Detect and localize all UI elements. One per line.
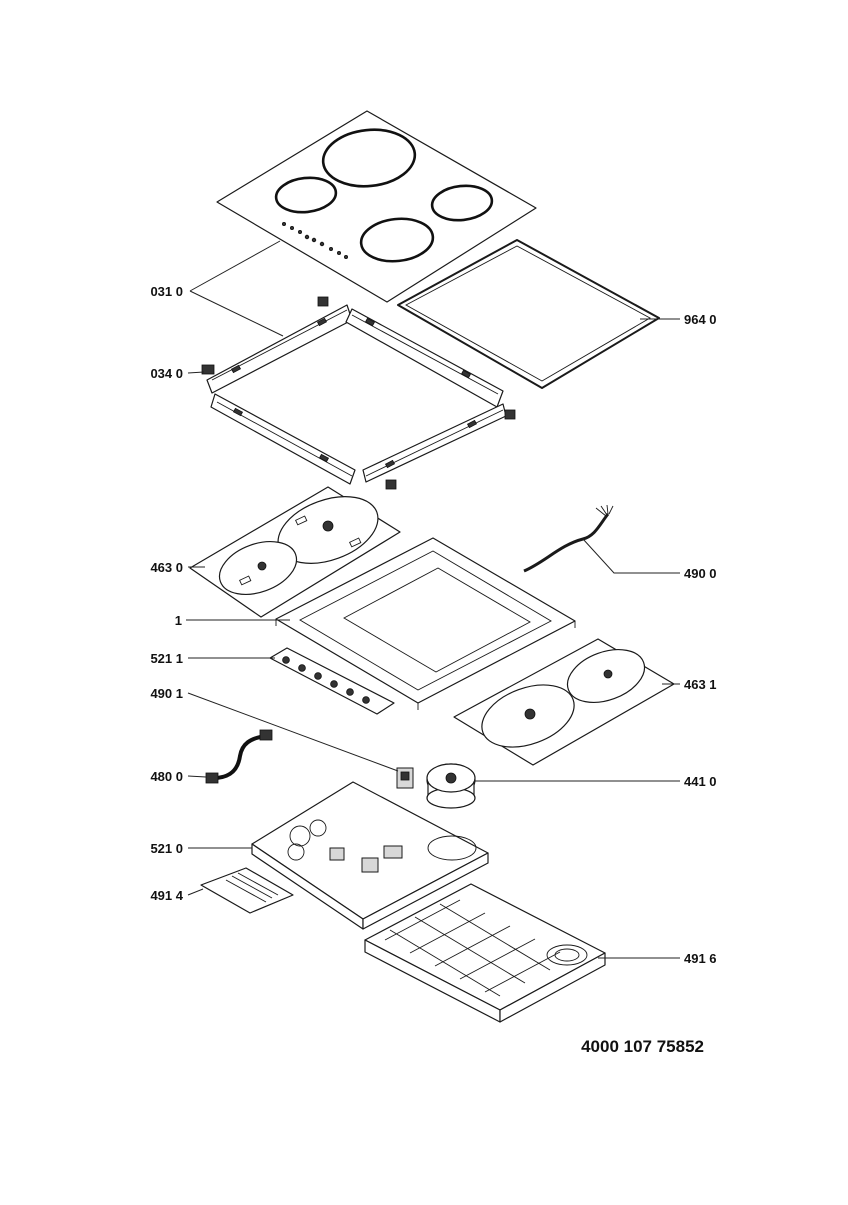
glass-top [216, 110, 537, 303]
profile-slots [230, 317, 478, 469]
callout-463-0: 463 0 [150, 560, 183, 575]
power-board [251, 781, 489, 930]
callout-964-0: 964 0 [684, 312, 717, 327]
callout-490-0: 490 0 [684, 566, 717, 581]
callout-441-0: 441 0 [684, 774, 717, 789]
chassis [275, 537, 576, 710]
callout-491-4: 491 4 [150, 888, 183, 903]
callout-1: 1 [175, 613, 182, 628]
bottom-housing [364, 883, 606, 1023]
control-dots [281, 221, 348, 259]
callout-490-1: 490 1 [150, 686, 183, 701]
callout-463-1: 463 1 [684, 677, 717, 692]
inductor-plate-right [453, 638, 675, 766]
control-board [269, 647, 395, 715]
spring-clip [201, 296, 516, 490]
gasket [397, 239, 660, 389]
wire-harness [205, 729, 273, 784]
housing-grid [384, 899, 561, 997]
callout-491-6: 491 6 [684, 951, 717, 966]
inductor-plate-left [189, 486, 401, 618]
callout-480-0: 480 0 [150, 769, 183, 784]
connector-block [396, 767, 414, 789]
callout-521-1: 521 1 [150, 651, 183, 666]
rating-label [200, 867, 294, 914]
mains-cable [523, 504, 614, 573]
leader-lines [186, 240, 680, 959]
callout-034-0: 034 0 [150, 366, 183, 381]
document-number: 4000 107 75852 [581, 1037, 704, 1056]
callout-labels: 031 0 964 0 034 0 463 0 490 0 1 521 1 46… [150, 284, 716, 966]
cooling-fan [426, 763, 476, 809]
callout-521-0: 521 0 [150, 841, 183, 856]
callout-031-0: 031 0 [150, 284, 183, 299]
frame-profiles [206, 304, 507, 485]
